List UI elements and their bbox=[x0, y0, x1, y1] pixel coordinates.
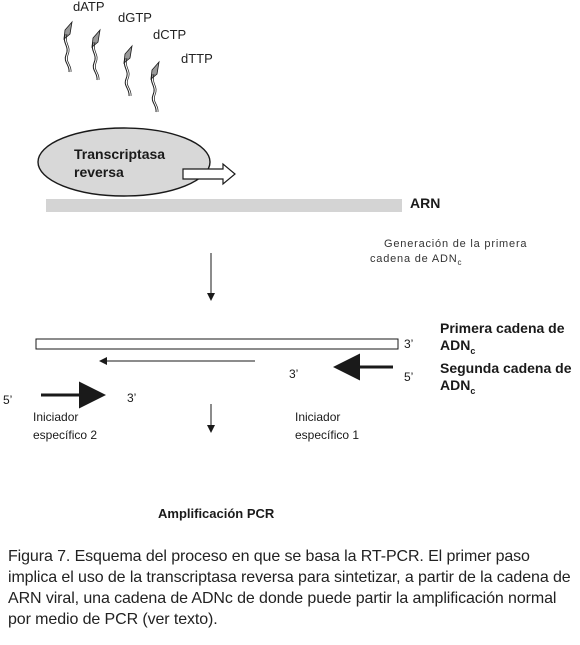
nucleotide-label-dgtp: dGTP bbox=[118, 10, 152, 25]
enzyme-label: Transcriptasa reversa bbox=[74, 146, 166, 180]
second-strand-label: Segunda cadena de ADNc bbox=[440, 360, 572, 396]
enzyme-direction-arrow bbox=[182, 162, 236, 186]
first-strand-bar bbox=[35, 338, 399, 350]
primer2-three-prime: 3’ bbox=[127, 391, 137, 405]
nucleotide-label-dttp: dTTP bbox=[181, 51, 213, 66]
arn-label: ARN bbox=[410, 195, 441, 211]
first-strand-label: Primera cadena de ADNc bbox=[440, 320, 565, 356]
nucleotide-icon-dttp bbox=[150, 60, 160, 113]
arn-bar bbox=[46, 199, 402, 212]
nucleotide-icon-dctp bbox=[123, 44, 133, 97]
generation-label: Generación de la primera cadena de ADNc bbox=[370, 238, 528, 268]
second-strand-three-prime: 3’ bbox=[289, 367, 299, 381]
nucleotide-label-dctp: dCTP bbox=[153, 27, 187, 42]
nucleotide-icon-datp bbox=[63, 20, 73, 73]
second-strand-five-prime: 5’ bbox=[404, 370, 414, 384]
nucleotide-icon-dgtp bbox=[91, 28, 101, 81]
figure-caption: Figura 7. Esquema del proceso en que se … bbox=[8, 548, 571, 628]
primer2-label: Iniciador específico 2 bbox=[33, 410, 98, 442]
first-strand-three-prime: 3’ bbox=[404, 337, 414, 351]
amplification-label: Amplificación PCR bbox=[158, 506, 275, 521]
primer1-label: Iniciador específico 1 bbox=[295, 410, 360, 442]
primer2-five-prime: 5’ bbox=[3, 393, 13, 407]
nucleotide-icons bbox=[63, 20, 160, 113]
nucleotide-label-datp: dATP bbox=[73, 0, 105, 14]
enzyme-ellipse bbox=[37, 127, 211, 197]
